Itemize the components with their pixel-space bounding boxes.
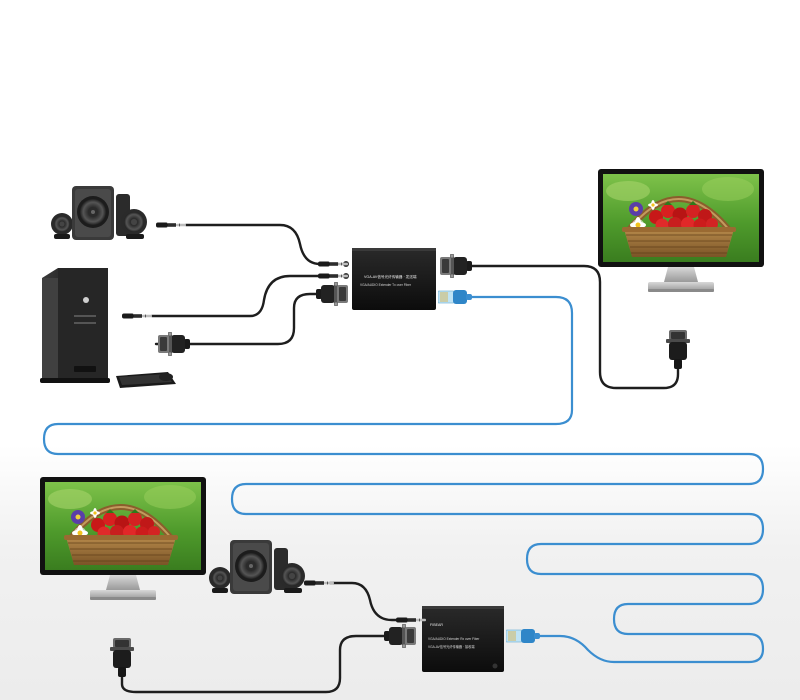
mouse-icon: [159, 373, 173, 381]
rx-speaker-audio-cable: [328, 581, 406, 622]
rx-rj45-plug-icon: [506, 628, 540, 644]
rx-vga-out-cable: [120, 634, 388, 694]
monitor-vga-plug-icon: [666, 330, 690, 369]
pc-vga-cable: [154, 292, 320, 346]
tx-rj45-plug-icon: [438, 289, 472, 305]
receiver-device: FIBEAR VGA/AUDIO Extender Rx over Fiber …: [422, 606, 504, 672]
tx-vga-in-plug-icon: [316, 282, 348, 306]
pc-vga-plug-icon: [158, 332, 190, 356]
transmitter-label-line2: VGA/AUDIO Extender Tx over Fiber: [360, 283, 412, 287]
speaker-audio-jack-icon: [156, 222, 186, 228]
pc-tower-icon: [40, 268, 110, 383]
rx-speaker-icon: [209, 540, 305, 594]
rx-speaker-audio-jack-icon: [304, 580, 334, 586]
transmitter-label-line1: VGA-AV信号光纤传输器 · 发送端: [364, 274, 417, 279]
receiver-label-line1: VGA/AUDIO Extender Rx over Fiber: [428, 637, 480, 641]
receiver-label-line2: VGA-AV信号光纤传输器 · 接收端: [428, 644, 475, 649]
rx-monitor-vga-plug-icon: [110, 638, 134, 677]
transmitter-device: VGA-AV信号光纤传输器 · 发送端 VGA/AUDIO Extender T…: [343, 248, 436, 310]
rx-monitor-icon: [40, 477, 206, 600]
pc-audio-cable: [150, 274, 340, 318]
tx-vga-out-plug-icon: [440, 254, 472, 278]
speaker-icon: [51, 186, 147, 240]
speaker-audio-cable: [184, 223, 340, 266]
monitor-icon: [598, 169, 764, 292]
tx-vga-out-cable: [470, 264, 680, 390]
tx-audio-in2-jack-icon: [318, 273, 348, 279]
pc-audio-jack-icon: [122, 313, 152, 319]
receiver-brand: FIBEAR: [430, 623, 443, 627]
rx-vga-out-plug-icon: [384, 624, 416, 648]
fiber-optic-cable: [42, 295, 765, 664]
rx-audio-out-jack-icon: [396, 617, 426, 623]
tx-audio-in-jack-icon: [318, 261, 348, 267]
